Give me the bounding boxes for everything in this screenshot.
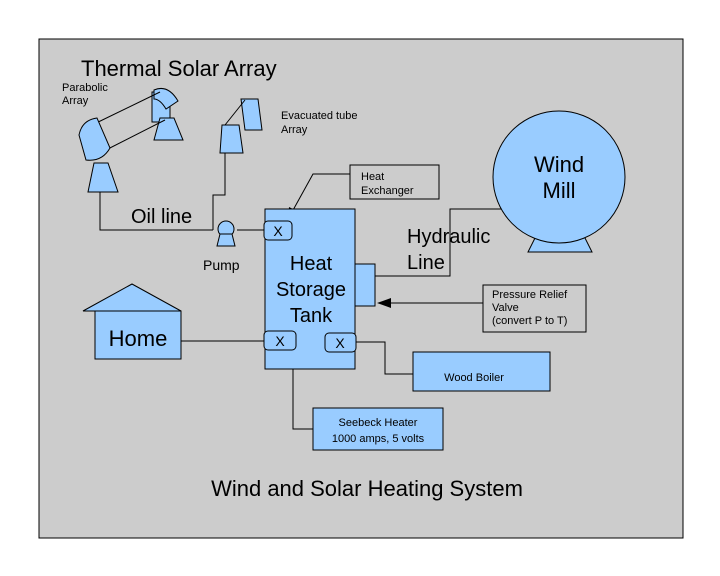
hydraulic-label-line-2: Line: [407, 252, 445, 274]
diagram-title: Wind and Solar Heating System: [211, 476, 523, 501]
parabolic-frame-bottom: [99, 119, 166, 154]
wood-boiler-line: [355, 341, 413, 375]
valve-boiler-exchanger-symbol: X: [335, 335, 345, 351]
wind-mill-rotor: [492, 110, 626, 244]
wood-boiler: [412, 351, 551, 392]
seebeck-label-line-1: Seebeck Heater: [339, 417, 418, 429]
oil-line-label: Oil line: [131, 206, 192, 228]
parabolic-back-dish: [153, 87, 179, 110]
home: [82, 283, 182, 360]
wind-mill-label-line-2: Mill: [543, 178, 576, 203]
valve-home-exchanger: [263, 330, 297, 351]
parabolic-back-stand: [153, 117, 184, 141]
tank-label-line-1: Heat: [290, 253, 333, 275]
pump-label: Pump: [203, 257, 240, 273]
evacuated-label-line-2: Array: [281, 124, 308, 136]
evacuated-tube-back: [240, 98, 263, 131]
tank-label-line-3: Tank: [290, 305, 333, 327]
parabolic-array: [78, 87, 184, 193]
valve-oil-exchanger: [263, 220, 293, 241]
evacuated-tube-frame: [224, 99, 246, 126]
parabolic-label-line-1: Parabolic: [62, 82, 108, 94]
valve-boiler-exchanger: [324, 332, 357, 353]
evacuated-label-line-1: Evacuated tube: [281, 110, 357, 122]
parabolic-frame-top: [89, 91, 161, 127]
tank-side-port: [354, 263, 376, 307]
pressure-relief-arrowhead: [377, 298, 391, 308]
heat-exchanger-callout: [349, 164, 440, 200]
heat-exchanger-leader: [291, 173, 350, 213]
hydraulic-line: [375, 208, 508, 277]
pressure-relief-callout: [482, 284, 587, 333]
hydraulic-label-line-1: Hydraulic: [407, 226, 490, 248]
oil-line-evacuated-drop: [212, 153, 226, 230]
valve-home-exchanger-symbol: X: [275, 333, 285, 349]
parabolic-front-stand: [87, 162, 119, 193]
seebeck-heater: [312, 407, 444, 451]
heat-exchanger-label-line-1: Heat: [361, 171, 384, 183]
home-body: [94, 310, 182, 360]
tank-label-line-2: Storage: [276, 279, 346, 301]
heat-exchanger-label-line-2: Exchanger: [361, 185, 414, 197]
pressure-relief-label-line-1: Pressure Relief: [492, 289, 568, 301]
parabolic-label-line-2: Array: [62, 95, 89, 107]
pump: [216, 220, 236, 247]
wind-mill: [492, 110, 626, 253]
valve-oil-exchanger-symbol: X: [273, 223, 283, 239]
evacuated-tube-front: [219, 124, 244, 154]
wood-boiler-label: Wood Boiler: [444, 372, 504, 384]
parabolic-front-dish: [78, 117, 111, 161]
seebeck-label-line-2: 1000 amps, 5 volts: [332, 433, 425, 445]
seebeck-line: [292, 368, 313, 430]
oil-line-left: [99, 192, 213, 231]
pressure-relief-label-line-3: (convert P to T): [492, 315, 567, 327]
solar-array-title: Thermal Solar Array: [81, 56, 277, 81]
pressure-relief-label-line-2: Valve: [492, 302, 519, 314]
evacuated-tube-array: [219, 98, 263, 154]
home-label: Home: [109, 326, 168, 351]
pump-base: [216, 233, 236, 247]
wind-mill-label-line-1: Wind: [534, 152, 584, 177]
